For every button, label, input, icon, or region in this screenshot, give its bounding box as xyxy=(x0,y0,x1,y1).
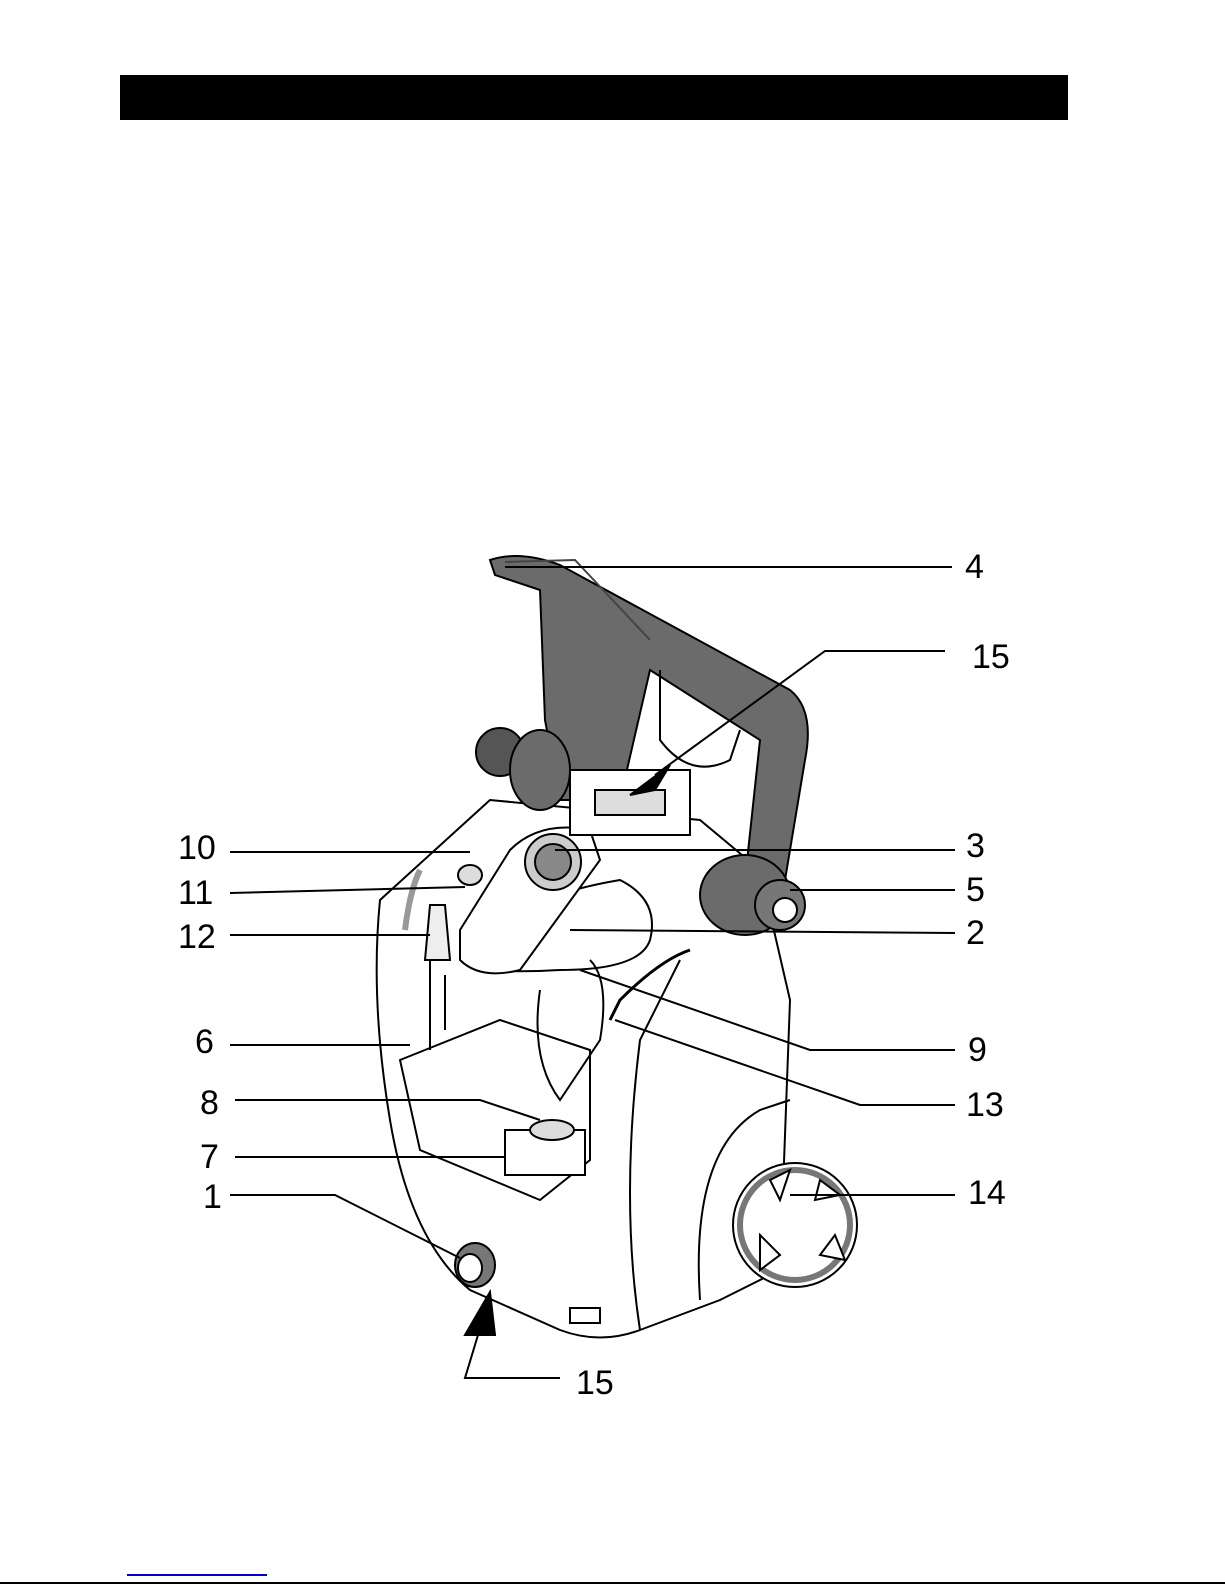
callout-11: 11 xyxy=(178,874,214,912)
hyperlink-underline[interactable] xyxy=(127,1574,267,1576)
section-header-bar xyxy=(120,75,1068,120)
callout-4: 4 xyxy=(965,548,984,586)
callout-2: 2 xyxy=(966,914,985,952)
callout-15-bottom: 15 xyxy=(576,1364,614,1402)
callout-1: 1 xyxy=(203,1178,222,1216)
page-bottom-rule xyxy=(0,1582,1225,1584)
callout-3: 3 xyxy=(966,827,985,865)
callout-12: 12 xyxy=(178,918,216,956)
callout-leader-lines xyxy=(229,566,956,1379)
callout-10: 10 xyxy=(178,829,216,867)
callout-6: 6 xyxy=(195,1023,214,1061)
callout-15-top: 15 xyxy=(972,638,1010,676)
callout-9: 9 xyxy=(968,1031,987,1069)
callout-8: 8 xyxy=(200,1084,219,1122)
callout-7: 7 xyxy=(200,1138,219,1176)
callout-14: 14 xyxy=(968,1174,1006,1212)
callout-13: 13 xyxy=(966,1086,1004,1124)
callout-5: 5 xyxy=(966,871,985,909)
